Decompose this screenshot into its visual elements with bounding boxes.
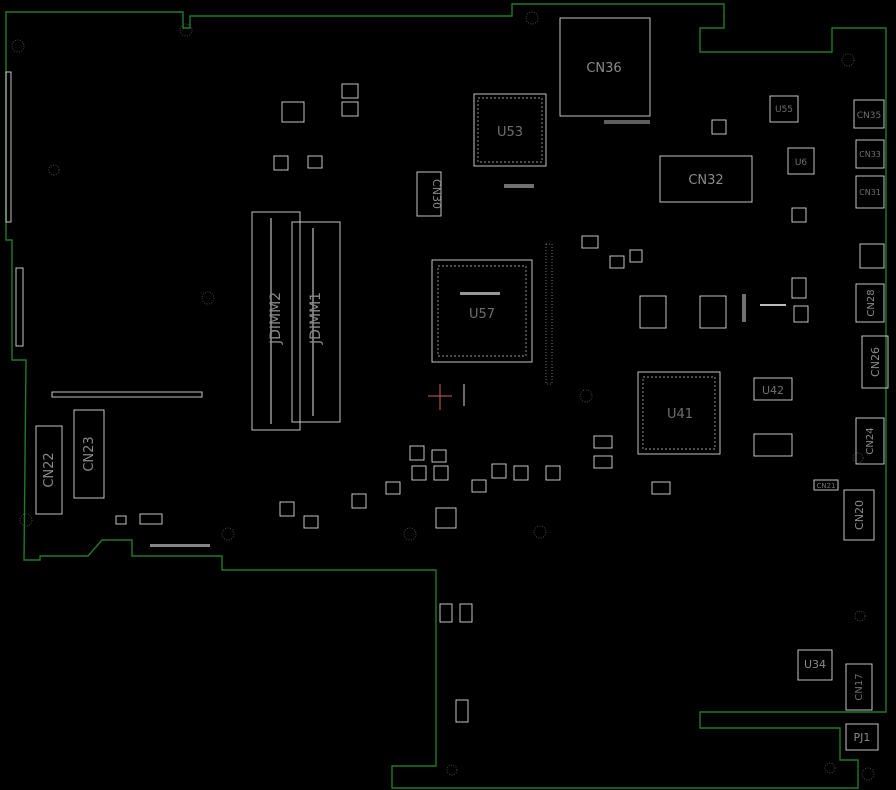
u41-chip — [637, 371, 721, 455]
cn22-connector — [35, 425, 63, 515]
jdimm2-socket — [251, 211, 301, 431]
jdimm2-label: JDIMM2 — [268, 292, 284, 345]
cn36-label: CN36 — [586, 61, 621, 76]
cn36-connector — [559, 17, 651, 117]
u41-label: U41 — [667, 407, 693, 422]
u53-label: U53 — [497, 125, 523, 140]
cn26-label: CN26 — [869, 347, 882, 377]
cn30-connector — [416, 171, 442, 217]
cn21-connector — [813, 479, 839, 491]
jdimm1-socket — [291, 221, 341, 423]
cn35-label: CN35 — [857, 111, 881, 121]
pj1-label: PJ1 — [854, 731, 871, 744]
cn20-label: CN20 — [853, 500, 866, 530]
cn28-label: CN28 — [866, 289, 877, 316]
cn24-label: CN24 — [865, 427, 876, 454]
u57-chip — [431, 259, 533, 363]
u57-label: U57 — [469, 307, 495, 322]
u34-label: U34 — [804, 658, 826, 671]
cn17-label: CN17 — [854, 673, 865, 700]
board-outline — [5, 3, 887, 789]
cn24-connector — [855, 417, 885, 465]
u53-chip — [473, 93, 547, 167]
u6-label: U6 — [795, 158, 808, 168]
u34-chip — [797, 649, 833, 681]
u55-chip — [769, 95, 799, 123]
cn21-label: CN21 — [816, 482, 835, 490]
cn20-connector — [843, 489, 875, 541]
u42-label: U42 — [762, 384, 784, 397]
cn32-label: CN32 — [688, 173, 723, 188]
cn23-label: CN23 — [82, 436, 97, 471]
u42-chip — [753, 377, 793, 401]
cn32-connector — [659, 155, 753, 203]
pj1-connector — [845, 723, 879, 751]
u6-chip — [787, 147, 815, 175]
cn30-label: CN30 — [430, 179, 443, 209]
cn17-connector — [845, 663, 873, 711]
cn33-label: CN33 — [859, 150, 881, 159]
jdimm1-label: JDIMM1 — [308, 292, 324, 345]
cn23-connector — [73, 409, 105, 499]
u55-label: U55 — [775, 105, 793, 115]
left-edge-connector — [5, 71, 12, 223]
cn26-connector — [861, 335, 889, 389]
cn31-label: CN31 — [859, 188, 881, 197]
crosshair-marker — [428, 384, 452, 410]
cn22-label: CN22 — [42, 452, 57, 487]
cn28-connector — [855, 283, 885, 323]
